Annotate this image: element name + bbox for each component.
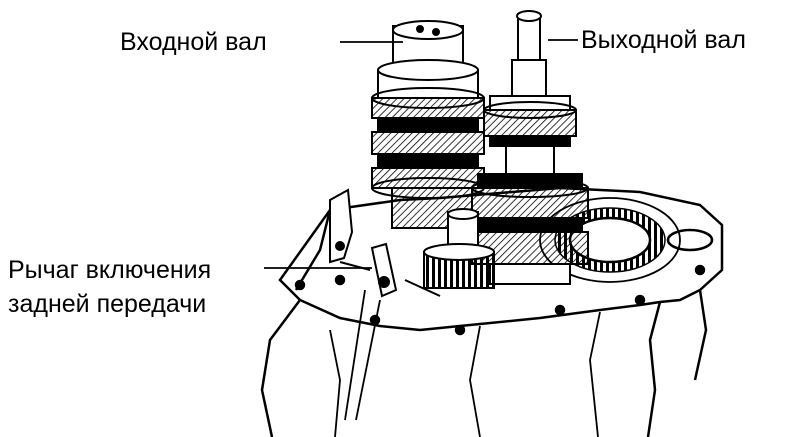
output-shaft-label: Выходной вал — [581, 26, 746, 54]
output-shaft-assembly — [471, 10, 589, 285]
input-shaft-label: Входной вал — [120, 28, 267, 56]
leader-lines — [264, 39, 578, 421]
reverse-lever-label-line2: задней передачи — [8, 290, 207, 318]
reverse-gear-and-lever — [329, 188, 495, 298]
input-shaft-assembly — [371, 20, 485, 229]
reverse-lever-label-line1: Рычаг включения — [8, 256, 212, 284]
